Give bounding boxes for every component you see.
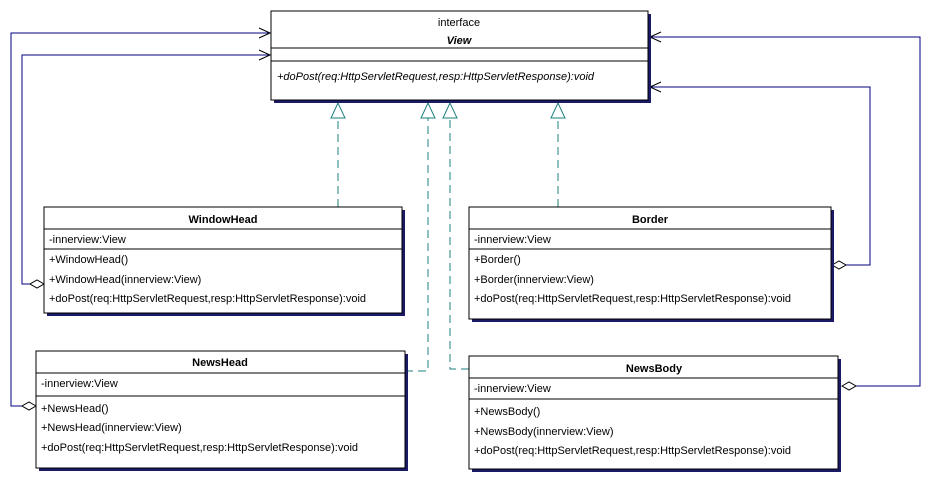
interface-stereotype: interface [438, 17, 480, 29]
arrow-icon [258, 49, 272, 61]
class-name: NewsBody [626, 363, 683, 375]
aggregation-diamond-icon [830, 260, 848, 270]
class-operation: +doPost(req:HttpServletRequest,resp:Http… [474, 445, 791, 457]
class-windowhead-box[interactable]: WindowHead -innerview:View +WindowHead()… [43, 206, 405, 316]
class-operation: +NewsBody() [474, 406, 540, 418]
class-operation: +doPost(req:HttpServletRequest,resp:Http… [41, 442, 358, 454]
aggregation-newsbody [648, 31, 921, 391]
aggregation-windowhead [21, 49, 272, 289]
aggregation-newshead [10, 27, 272, 411]
class-operation: +doPost(req:HttpServletRequest,resp:Http… [49, 293, 366, 305]
arrow-icon [258, 27, 272, 39]
class-operation: +NewsBody(innerview:View) [474, 426, 614, 438]
class-operation: +Border(innerview:View) [474, 274, 594, 286]
realization-newsbody [442, 101, 469, 370]
class-operation: +Border() [474, 254, 521, 266]
aggregation-border [648, 81, 871, 270]
aggregation-diamond-icon [28, 279, 46, 289]
interface-operation: +doPost(req:HttpServletRequest,resp:Http… [277, 71, 595, 83]
realization-windowhead [330, 101, 346, 207]
aggregation-diamond-icon [20, 401, 38, 411]
realization-triangle-icon [550, 101, 566, 119]
class-border-box[interactable]: Border -innerview:View +Border() +Border… [468, 206, 834, 322]
realization-newshead [405, 101, 436, 372]
realization-triangle-icon [420, 101, 436, 119]
class-operation: +NewsHead(innerview:View) [41, 422, 182, 434]
class-operation: +WindowHead() [49, 254, 128, 266]
class-name: WindowHead [189, 214, 258, 226]
class-operation: +NewsHead() [41, 403, 109, 415]
realization-triangle-icon [442, 101, 458, 119]
interface-view-box[interactable]: interface View +doPost(req:HttpServletRe… [270, 10, 651, 103]
class-attribute: -innerview:View [474, 234, 551, 246]
class-operation: +doPost(req:HttpServletRequest,resp:Http… [474, 293, 791, 305]
realization-border [550, 101, 566, 207]
class-newshead-box[interactable]: NewsHead -innerview:View +NewsHead() +Ne… [35, 350, 408, 471]
class-name: NewsHead [192, 357, 248, 369]
interface-name: View [447, 35, 473, 47]
aggregation-diamond-icon [840, 381, 858, 391]
realization-triangle-icon [330, 101, 346, 119]
class-newsbody-box[interactable]: NewsBody -innerview:View +NewsBody() +Ne… [468, 355, 841, 472]
class-operation: +WindowHead(innerview:View) [49, 274, 201, 286]
class-attribute: -innerview:View [49, 234, 126, 246]
class-attribute: -innerview:View [474, 383, 551, 395]
class-name: Border [632, 214, 669, 226]
class-attribute: -innerview:View [41, 378, 118, 390]
